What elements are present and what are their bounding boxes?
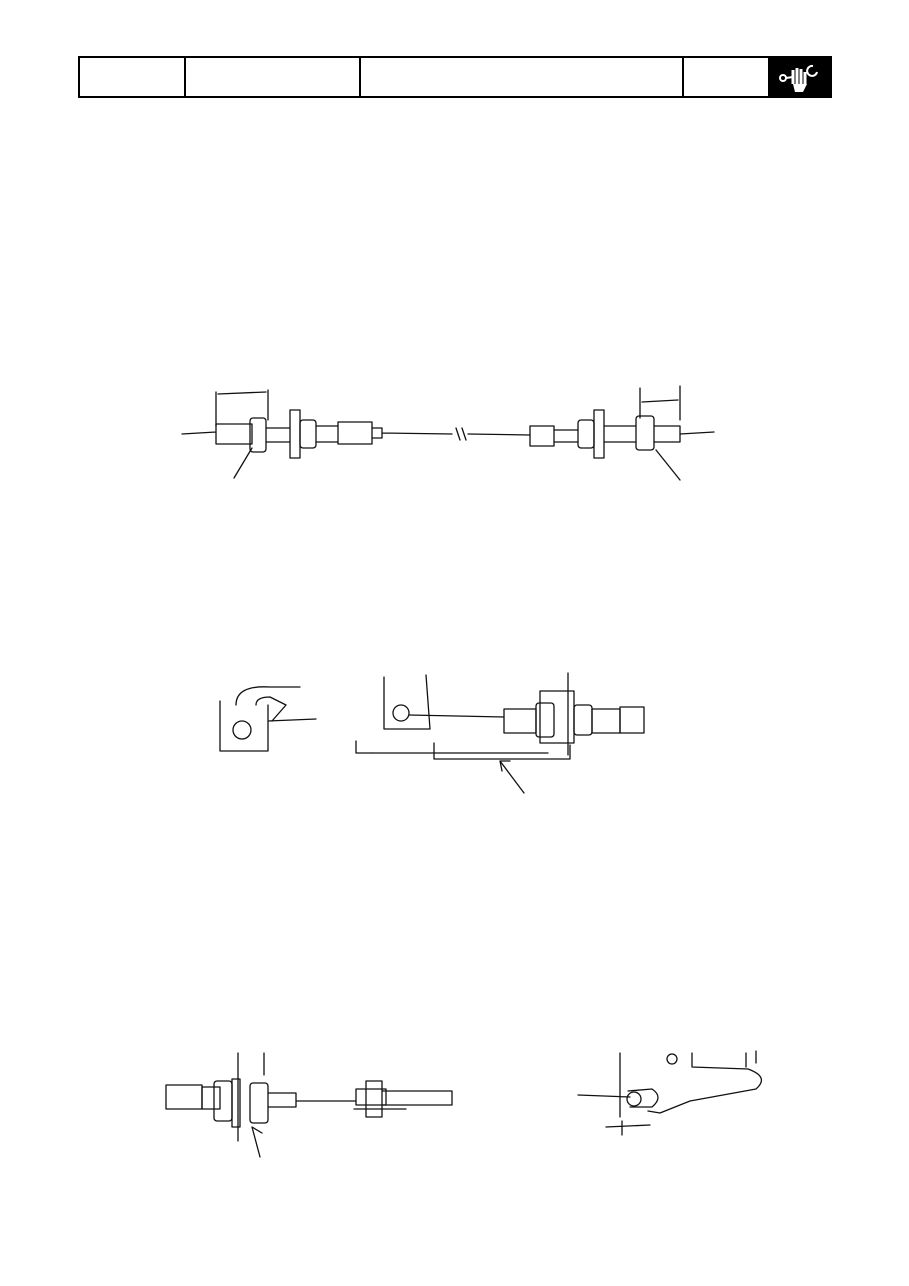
header-cell-4 (684, 58, 770, 96)
header-cell-2 (186, 58, 361, 96)
header-cell-1 (80, 58, 186, 96)
cable-lever-drawing (165, 1050, 763, 1158)
header-cell-3 (361, 58, 684, 96)
cable-bracket-drawing (219, 672, 645, 794)
page-header-bar (78, 56, 832, 98)
service-tool-icon (770, 58, 830, 96)
cable-adjuster-drawing (181, 385, 715, 481)
